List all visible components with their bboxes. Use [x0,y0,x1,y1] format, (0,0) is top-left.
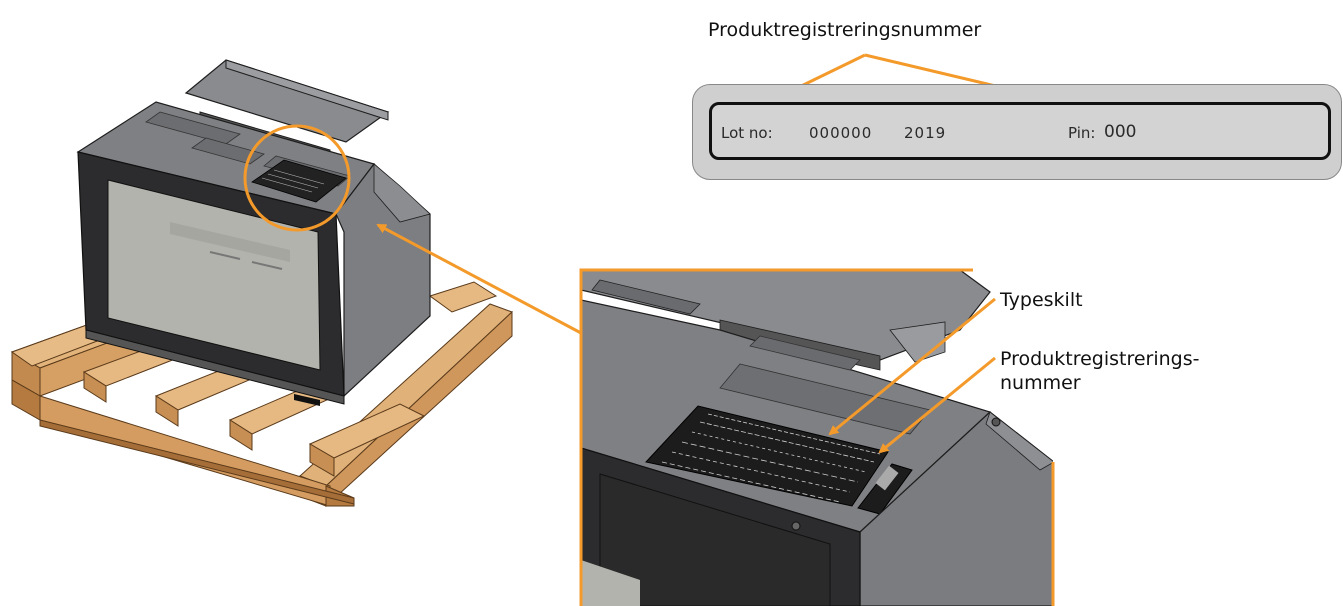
lot-plate-panel: Lot no: 000000 2019 Pin: 000 [692,84,1342,180]
lot-year: 2019 [904,124,947,142]
type-plate-label: Typeskilt [1000,289,1083,311]
fireplace-insert [76,59,431,406]
product-registration-label-line2: nummer [1000,372,1081,394]
lot-plate: Lot no: 000000 2019 Pin: 000 [709,102,1331,160]
product-registration-label-line1: Produktregistrerings- [1000,348,1200,370]
zoom-detail [579,268,1055,606]
pin-value: 000 [1104,122,1137,142]
lot-number: 000000 [809,124,873,142]
zoom-arrow [376,223,582,335]
reg-number-arrow [878,356,996,454]
typeskilt-arrow [828,297,996,436]
product-registration-label: Produktregistreringsnummer [708,19,982,41]
highlight-circle [243,124,351,232]
lot-label: Lot no: [721,124,773,142]
pin-label: Pin: [1068,124,1096,142]
